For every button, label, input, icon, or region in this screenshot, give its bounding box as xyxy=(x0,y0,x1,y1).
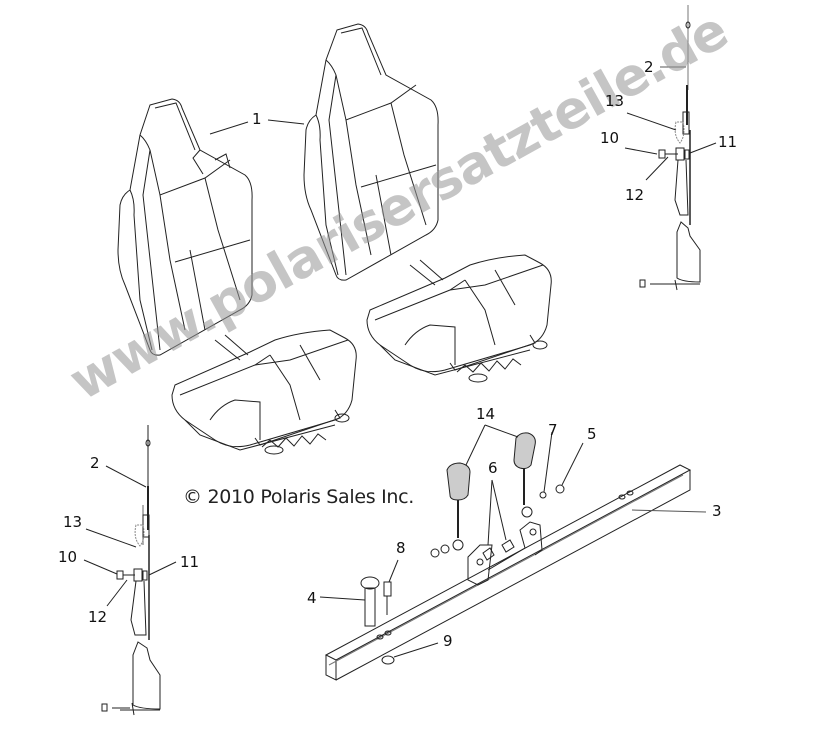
leader-11a xyxy=(689,142,717,154)
crossbar-tube xyxy=(324,464,692,681)
leader-4 xyxy=(319,596,366,601)
callout-2-left: 2 xyxy=(90,454,100,472)
callout-11-left: 11 xyxy=(180,553,200,571)
leader-10a xyxy=(624,147,658,155)
leader-7 xyxy=(543,431,553,493)
leader-6b xyxy=(491,479,507,541)
callout-1: 1 xyxy=(252,110,262,128)
leader-13a xyxy=(626,112,677,131)
callout-12-right: 12 xyxy=(625,186,645,204)
callout-14: 14 xyxy=(476,405,496,423)
belt-assembly-left xyxy=(101,425,161,716)
leader-14a xyxy=(465,424,486,466)
hardware xyxy=(360,484,565,665)
callout-11-right: 11 xyxy=(718,133,738,151)
callout-4: 4 xyxy=(307,589,317,607)
callout-12-left: 12 xyxy=(88,608,108,626)
leader-2b xyxy=(105,465,147,488)
leader-12b xyxy=(106,579,128,607)
callout-2-right: 2 xyxy=(644,58,654,76)
leader-1a xyxy=(209,121,249,135)
leader-10b xyxy=(83,559,118,575)
callout-9: 9 xyxy=(443,632,453,650)
callout-7: 7 xyxy=(548,421,558,439)
callout-10-left: 10 xyxy=(58,548,78,566)
leader-5 xyxy=(561,442,584,486)
copyright-notice: © 2010 Polaris Sales Inc. xyxy=(183,486,415,508)
leader-3 xyxy=(631,509,707,513)
callout-5: 5 xyxy=(587,425,597,443)
callout-3: 3 xyxy=(712,502,722,520)
seat-right xyxy=(303,23,552,383)
leader-12a xyxy=(645,156,669,181)
seat-left xyxy=(117,98,357,455)
leader-13b xyxy=(85,528,137,548)
leader-9 xyxy=(393,642,439,658)
leader-14b xyxy=(484,424,519,438)
callout-10-right: 10 xyxy=(600,129,620,147)
leader-1b xyxy=(267,119,305,125)
leader-11b xyxy=(148,561,177,576)
belt-assembly-right xyxy=(639,5,701,291)
callout-13-right: 13 xyxy=(605,92,625,110)
leader-8 xyxy=(388,559,399,583)
callout-6: 6 xyxy=(488,459,498,477)
callout-8: 8 xyxy=(396,539,406,557)
callout-13-left: 13 xyxy=(63,513,83,531)
seat-belt-buckles xyxy=(446,432,536,551)
leader-6a xyxy=(487,479,493,546)
